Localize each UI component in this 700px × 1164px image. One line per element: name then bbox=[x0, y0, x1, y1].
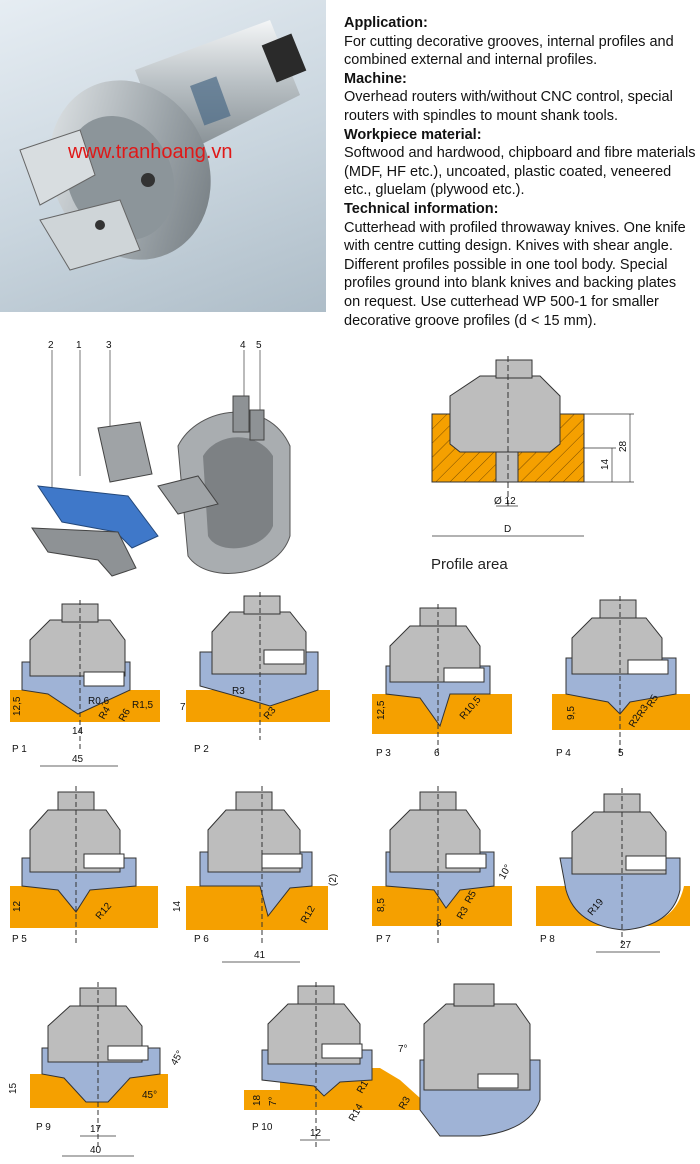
heading-application: Application: bbox=[344, 15, 428, 31]
p6-dim-2: (2) bbox=[328, 874, 339, 886]
part-label-4: 4 bbox=[240, 340, 246, 351]
p9-dim-3: 17 bbox=[90, 1124, 102, 1135]
profile-p1: 12,5 R0,6 R1,5 R4 R6 14 45 P 1 bbox=[10, 600, 160, 767]
p9-caption: P 9 bbox=[36, 1122, 51, 1133]
p4-caption: P 4 bbox=[556, 748, 571, 759]
part-label-3: 3 bbox=[106, 340, 112, 351]
p4-dim-4: 5 bbox=[618, 748, 624, 759]
part-label-2: 2 bbox=[48, 340, 54, 351]
dim-14: 14 bbox=[600, 458, 611, 470]
p1-dim-1: R0,6 bbox=[88, 696, 110, 707]
p6-dim-0: 14 bbox=[172, 900, 183, 912]
p5-caption: P 5 bbox=[12, 934, 27, 945]
profile-area-label: Profile area bbox=[431, 556, 508, 573]
dim-bore: Ø 12 bbox=[494, 496, 516, 507]
description-column: Application: For cutting decorative groo… bbox=[344, 14, 696, 330]
p8-dim-1: 27 bbox=[620, 940, 632, 951]
p6-caption: P 6 bbox=[194, 934, 209, 945]
p2-dim-1: R3 bbox=[232, 686, 245, 697]
p5-dim-0: 12 bbox=[12, 900, 23, 912]
cutterhead-photo-illustration bbox=[19, 20, 307, 271]
text-machine: Overhead routers with/without CNC contro… bbox=[344, 89, 673, 124]
p1-dim-5: 14 bbox=[72, 726, 84, 737]
p1-dim-0: 12,5 bbox=[12, 696, 23, 716]
p10-dim-2: 7° bbox=[398, 1044, 408, 1055]
p3-caption: P 3 bbox=[376, 748, 391, 759]
profile-p5: 12 R12 P 5 bbox=[10, 786, 158, 945]
p8-caption: P 8 bbox=[540, 934, 555, 945]
p3-dim-0: 12,5 bbox=[376, 700, 387, 720]
p9-dim-0: 15 bbox=[8, 1082, 19, 1094]
p9-dim-4: 40 bbox=[90, 1145, 102, 1156]
dim-28: 28 bbox=[618, 440, 629, 452]
p7-dim-1: 10° bbox=[497, 863, 514, 882]
part-label-1: 1 bbox=[76, 340, 82, 351]
text-workpiece: Softwood and hardwood, chipboard and fib… bbox=[344, 145, 696, 199]
text-technical: Cutterhead with profiled throwaway knive… bbox=[344, 219, 686, 329]
profiles-grid: 12,5 R0,6 R1,5 R4 R6 14 45 P 1 7 R3 R3 P… bbox=[8, 592, 690, 1157]
heading-technical: Technical information: bbox=[344, 200, 499, 217]
p2-dim-0: 7 bbox=[180, 702, 186, 713]
p1-dim-6: 45 bbox=[72, 754, 84, 765]
exploded-view-diagram: 2 1 3 4 5 bbox=[31, 340, 291, 577]
product-photo: www.tranhoang.vn bbox=[0, 0, 326, 312]
profile-p10: 18 7° 7° R1 R14 R3 12 P 10 bbox=[244, 982, 541, 1150]
section-drawing: 28 14 Ø 12 D bbox=[431, 356, 634, 537]
profile-p9: 15 45° 45° 17 40 P 9 bbox=[8, 982, 186, 1157]
p7-caption: P 7 bbox=[376, 934, 391, 945]
heading-machine: Machine: bbox=[344, 70, 407, 87]
p7-dim-0: 8,5 bbox=[376, 898, 387, 912]
profile-p7: 8,5 10° R5 R3 8 P 7 bbox=[372, 786, 514, 945]
profile-p8: R19 27 P 8 bbox=[536, 788, 690, 953]
p4-dim-0: 9,5 bbox=[566, 706, 577, 720]
heading-workpiece: Workpiece material: bbox=[344, 126, 482, 143]
p10-dim-0: 18 bbox=[252, 1094, 263, 1106]
text-application: For cutting decorative grooves, internal… bbox=[344, 33, 674, 69]
p2-caption: P 2 bbox=[194, 744, 209, 755]
p1-dim-2: R1,5 bbox=[132, 700, 154, 711]
p3-dim-2: 6 bbox=[434, 748, 440, 759]
part-label-5: 5 bbox=[256, 340, 262, 351]
p1-caption: P 1 bbox=[12, 744, 27, 755]
p9-dim-1: 45° bbox=[169, 1049, 186, 1068]
dim-d: D bbox=[504, 524, 511, 535]
profile-p6: 14 R12 (2) 41 P 6 bbox=[172, 786, 339, 963]
p10-dim-1: 7° bbox=[268, 1096, 279, 1106]
p7-dim-4: 8 bbox=[436, 918, 442, 929]
p10-caption: P 10 bbox=[252, 1122, 273, 1133]
profile-p4: 9,5 R5 R3 R2 5 P 4 bbox=[552, 596, 690, 759]
p6-dim-3: 41 bbox=[254, 950, 266, 961]
p9-dim-2: 45° bbox=[142, 1090, 157, 1101]
p10-dim-6: 12 bbox=[310, 1128, 322, 1139]
profile-p3: 12,5 R10,5 6 P 3 bbox=[372, 604, 512, 759]
profile-p2: 7 R3 R3 P 2 bbox=[180, 592, 330, 755]
watermark-text: www.tranhoang.vn bbox=[68, 141, 233, 163]
